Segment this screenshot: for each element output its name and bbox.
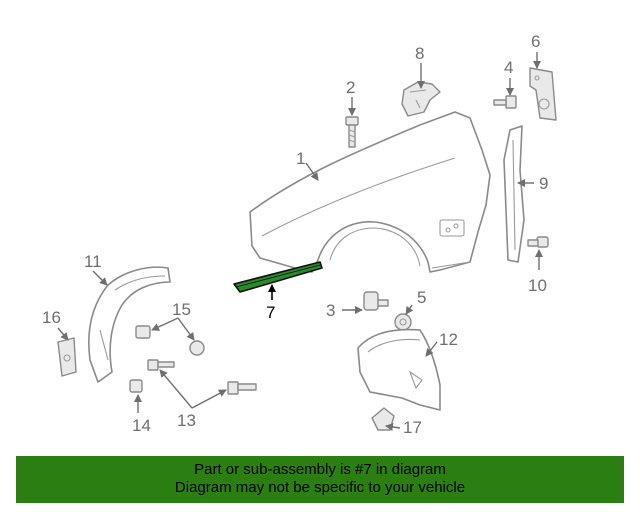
banner-line-2: Diagram may not be specific to your vehi…: [174, 479, 466, 496]
seal-strip-part[interactable]: [503, 125, 525, 263]
bracket-plate-part[interactable]: [529, 67, 557, 121]
callout-7: 7: [266, 303, 275, 322]
callout-6: 6: [531, 32, 540, 51]
callout-12: 12: [439, 330, 458, 349]
bolt-part[interactable]: [345, 116, 359, 148]
nut-part[interactable]: [394, 313, 412, 331]
callout-11: 11: [84, 252, 102, 271]
molding-strip-part[interactable]: [233, 261, 323, 293]
screw-14-part[interactable]: [129, 379, 143, 393]
callout-13: 13: [177, 411, 196, 430]
bolt-13-part[interactable]: [147, 359, 257, 395]
callout-1: 1: [296, 149, 305, 168]
part-info-banner: Part or sub-assembly is #7 in diagram Di…: [16, 456, 624, 503]
callout-15: 15: [172, 300, 191, 319]
fender-part[interactable]: [249, 111, 491, 273]
callout-4: 4: [504, 58, 513, 77]
banner-line-1: Part or sub-assembly is #7 in diagram: [194, 461, 446, 478]
callout-10: 10: [528, 276, 547, 295]
parts-diagram: 1 2 3 4 5 6 7 8 9 10 11 12 13 14 15 16 1…: [42, 32, 557, 437]
leader-lines: [57, 52, 543, 431]
clip-part[interactable]: [527, 236, 549, 248]
callout-9: 9: [539, 174, 548, 193]
push-clip-part[interactable]: [135, 325, 205, 356]
callout-5: 5: [417, 288, 426, 307]
callout-2: 2: [346, 78, 355, 97]
callout-14: 14: [132, 416, 151, 435]
small-bracket-part[interactable]: [57, 337, 77, 377]
screw-part[interactable]: [493, 95, 517, 109]
callout-8: 8: [415, 44, 424, 63]
callout-3: 3: [326, 301, 335, 320]
wheel-liner-front-part[interactable]: [88, 266, 171, 383]
callout-16: 16: [42, 308, 61, 327]
stud-part[interactable]: [363, 291, 389, 311]
callout-labels: 1 2 3 4 5 6 7 8 9 10 11 12 13 14 15 16 1…: [42, 32, 548, 437]
callout-17: 17: [403, 418, 422, 437]
inner-liner-part[interactable]: [357, 328, 441, 411]
